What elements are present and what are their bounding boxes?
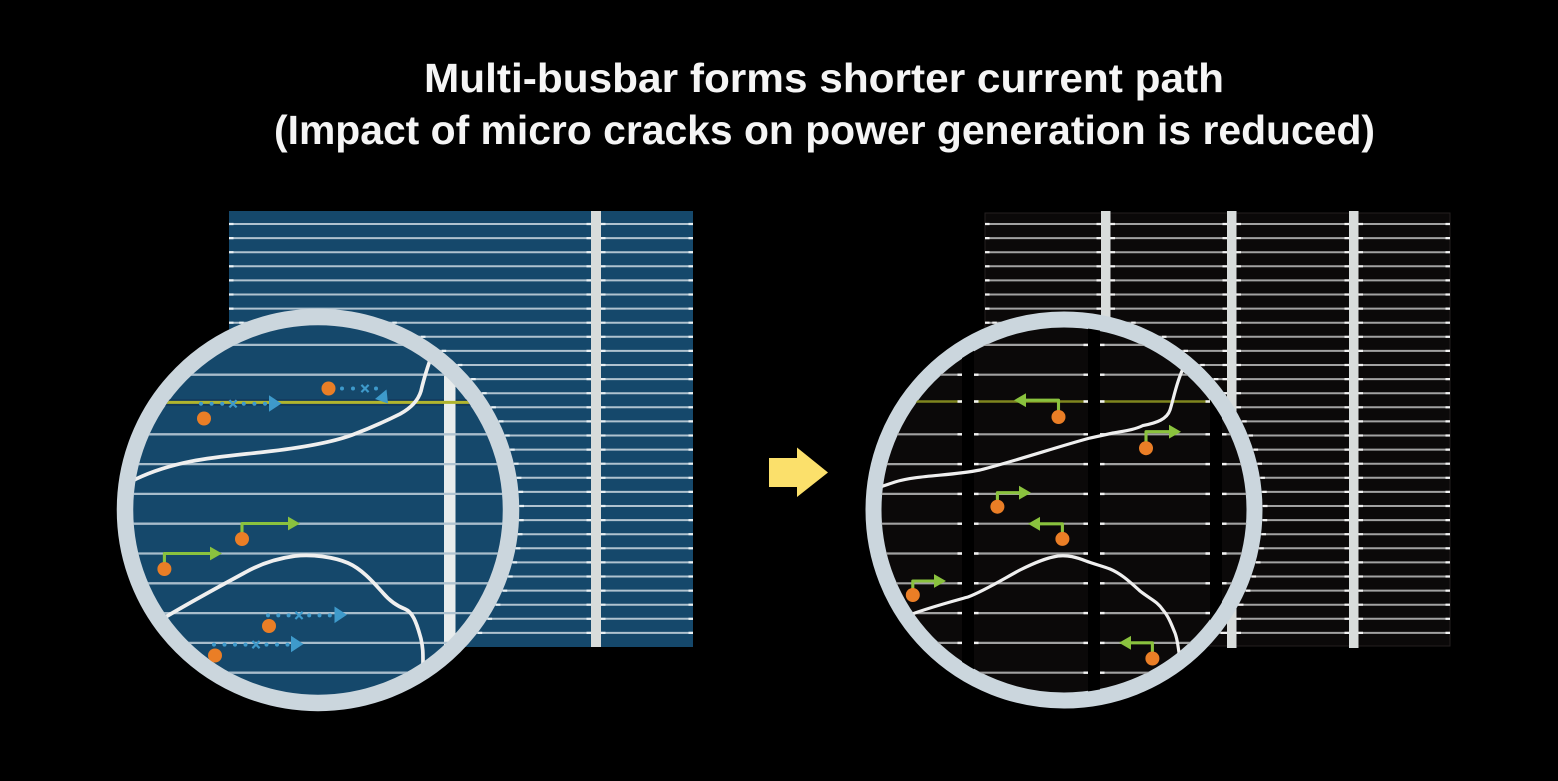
svg-text:(Impact of micro cracks on pow: (Impact of micro cracks on power generat… (274, 107, 1375, 153)
svg-text:Multi-busbar forms shorter cur: Multi-busbar forms shorter current path (424, 55, 1224, 101)
